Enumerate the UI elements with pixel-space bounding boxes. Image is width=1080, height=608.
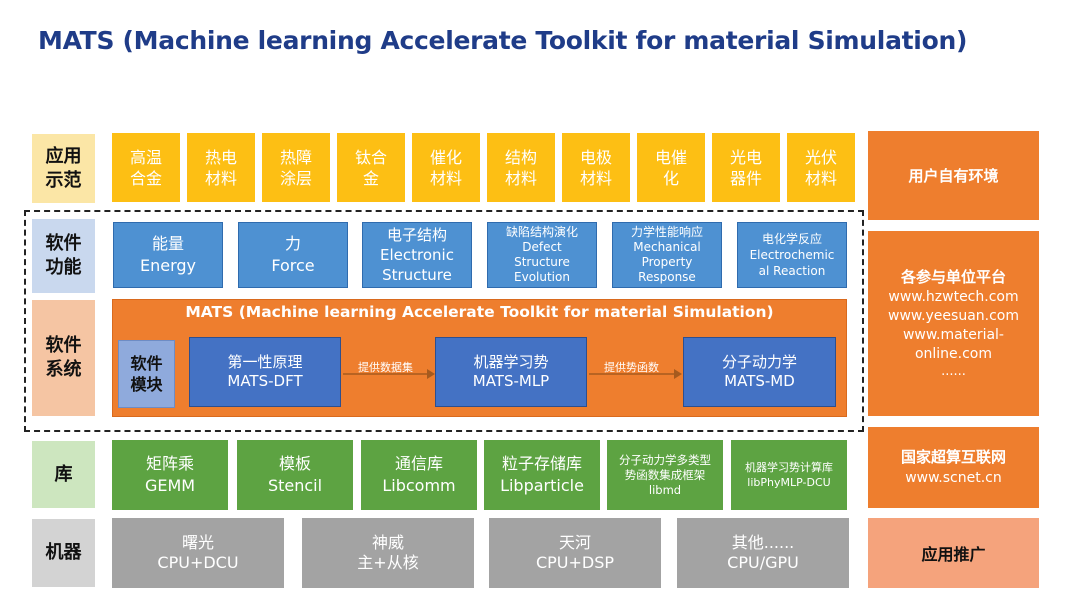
function-en: Defect Structure Evolution [514, 240, 570, 284]
module-en: MATS-DFT [227, 372, 303, 390]
row-label-library: 库 [31, 440, 96, 509]
library-item-libmd: 分子动力学多类型 势函数集成框架 libmd [607, 440, 723, 510]
library-item-libparticle: 粒子存储库 Libparticle [484, 440, 600, 510]
library-en: libmd [648, 482, 682, 497]
platform-url: www.material- online.com [902, 327, 1004, 362]
side-platforms: 各参与单位平台 www.hzwtech.com www.yeesuan.com … [868, 231, 1039, 416]
module-cn: 第一性原理 [227, 353, 303, 371]
module-arrows [343, 369, 682, 379]
library-item-stencil: 模板 Stencil [237, 440, 353, 510]
module-dft: 第一性原理 MATS-DFT [189, 337, 341, 407]
platform-url: www.hzwtech.com [888, 289, 1019, 305]
application-item: 热障 涂层 [262, 133, 330, 202]
library-cn: 通信库 [394, 454, 443, 473]
scnet-title: 国家超算互联网 [900, 448, 1006, 466]
module-cn: 机器学习势 [473, 353, 549, 371]
row-label-function: 软件 功能 [31, 218, 96, 294]
machine-en: CPU+DCU [157, 553, 239, 572]
application-item: 催化 材料 [412, 133, 480, 202]
function-cn: 力学性能响应 [630, 225, 703, 239]
machine-item-tianhe: 天河 CPU+DSP [489, 518, 661, 588]
module-en: MATS-MLP [472, 372, 550, 390]
scnet-url: www.scnet.cn [905, 470, 1002, 486]
function-item-energy: 能量 Energy [113, 222, 223, 288]
library-cn: 矩阵乘 [145, 454, 194, 473]
machine-cn: 神威 [371, 533, 404, 552]
platform-more: ...... [941, 364, 966, 379]
application-item: 热电 材料 [187, 133, 255, 202]
arrow-label-potential: 提供势函数 [604, 361, 659, 374]
library-cn: 机器学习势计算库 [745, 461, 833, 474]
arrowhead-icon [427, 369, 435, 379]
machine-cn: 天河 [558, 533, 591, 552]
machine-item-sugon: 曙光 CPU+DCU [112, 518, 284, 588]
machine-en: CPU+DSP [535, 553, 615, 572]
machine-cn: 其他...... [731, 533, 795, 552]
library-en: GEMM [144, 476, 196, 495]
function-cn: 力 [284, 234, 301, 253]
application-item: 钛合 金 [337, 133, 405, 202]
side-user-env: 用户自有环境 [868, 131, 1039, 220]
arrow-label-dataset: 提供数据集 [358, 361, 413, 374]
machine-en: 主+从核 [357, 553, 419, 572]
platform-url: www.yeesuan.com [888, 308, 1019, 324]
function-cn: 缺陷结构演化 [505, 225, 578, 239]
platforms-title: 各参与单位平台 [900, 268, 1006, 286]
page-title: MATS (Machine learning Accelerate Toolki… [38, 26, 968, 55]
library-en: Libparticle [500, 476, 584, 495]
function-cn: 电子结构 [386, 226, 447, 244]
library-cn: 粒子存储库 [501, 454, 582, 473]
arrowhead-icon [674, 369, 682, 379]
library-en: Stencil [267, 476, 323, 495]
side-scnet: 国家超算互联网 www.scnet.cn [868, 427, 1039, 508]
module-en: MATS-MD [724, 372, 795, 390]
library-item-libcomm: 通信库 Libcomm [361, 440, 477, 510]
function-en: Electrochemic al Reaction [749, 248, 835, 278]
function-cn: 能量 [151, 234, 184, 253]
library-en: libPhyMLP-DCU [747, 476, 831, 489]
application-item: 结构 材料 [487, 133, 555, 202]
library-item-gemm: 矩阵乘 GEMM [112, 440, 228, 510]
function-en: Force [271, 256, 315, 275]
application-item: 高温 合金 [112, 133, 180, 202]
application-item: 电催 化 [637, 133, 705, 202]
module-mlp: 机器学习势 MATS-MLP [435, 337, 587, 407]
library-cn: 模板 [278, 454, 311, 473]
machine-en: CPU/GPU [727, 553, 799, 572]
function-item-force: 力 Force [238, 222, 348, 288]
application-item: 光伏 材料 [787, 133, 855, 202]
module-md: 分子动力学 MATS-MD [683, 337, 836, 407]
row-label-machine: 机器 [31, 518, 96, 588]
library-cn: 分子动力学多类型 势函数集成框架 [619, 452, 711, 482]
function-en: Electronic Structure [380, 246, 454, 284]
system-title: MATS (Machine learning Accelerate Toolki… [185, 303, 774, 321]
library-item-libphymlp: 机器学习势计算库 libPhyMLP-DCU [731, 440, 847, 510]
software-group-border [24, 210, 864, 432]
function-en: Mechanical Property Response [633, 240, 701, 284]
application-item: 光电 器件 [712, 133, 780, 202]
function-item-defect-evolution: 缺陷结构演化 Defect Structure Evolution [487, 222, 597, 288]
application-item: 电极 材料 [562, 133, 630, 202]
machine-item-sunway: 神威 主+从核 [302, 518, 474, 588]
function-en: Energy [139, 256, 196, 275]
row-label-system: 软件 系统 [31, 299, 96, 417]
row-label-application: 应用 示范 [31, 133, 96, 204]
function-item-electrochemical-reaction: 电化学反应 Electrochemic al Reaction [737, 222, 847, 288]
function-item-electronic-structure: 电子结构 Electronic Structure [362, 222, 472, 288]
function-cn: 电化学反应 [761, 232, 822, 246]
machine-item-other: 其他...... CPU/GPU [677, 518, 849, 588]
machine-cn: 曙光 [181, 533, 214, 552]
module-cn: 分子动力学 [721, 353, 797, 371]
side-promotion: 应用推广 [868, 518, 1039, 588]
library-en: Libcomm [382, 476, 456, 495]
module-label: 软件 模块 [118, 340, 175, 408]
function-item-mechanical-response: 力学性能响应 Mechanical Property Response [612, 222, 722, 288]
